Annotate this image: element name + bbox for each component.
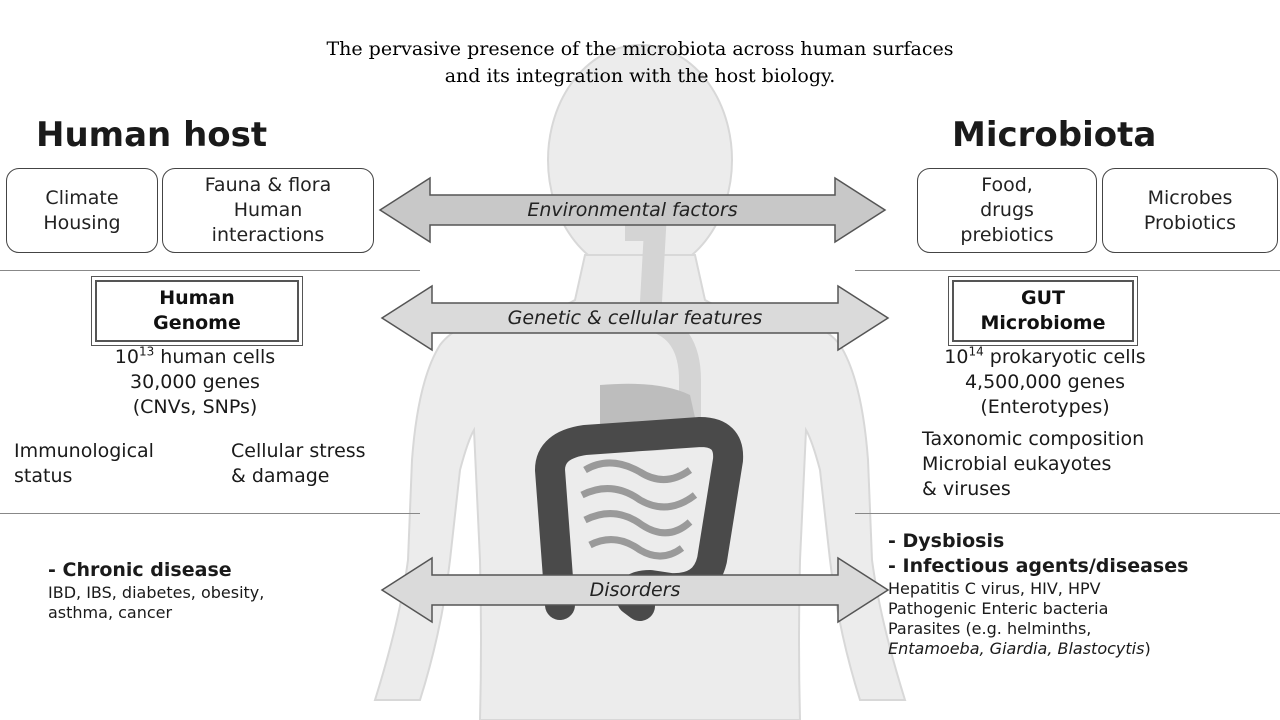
small-intestine	[580, 459, 698, 560]
infectious-title: - Infectious agents/diseases	[888, 555, 1189, 577]
enterotypes: (Enterotypes)	[980, 396, 1110, 418]
taxo-line: Microbial eukayotes	[922, 453, 1112, 475]
chronic-disease-title: - Chronic disease	[48, 559, 232, 581]
cells-text: human cells	[154, 346, 276, 368]
taxo-line: Taxonomic composition	[922, 428, 1145, 450]
genetic-cellular-label: Genetic & cellular features	[507, 307, 763, 329]
food-drugs-box: Food, drugs prebiotics	[917, 168, 1097, 253]
box-line: prebiotics	[960, 224, 1054, 246]
microbial-genes: 4,500,000 genes	[964, 371, 1126, 393]
box-line: drugs	[980, 199, 1034, 221]
caption-line-2: and its integration with the host biolog…	[444, 65, 836, 87]
genome-line-1: Human	[159, 287, 235, 309]
immuno-line: status	[14, 465, 73, 487]
divider-right-top	[855, 270, 1280, 271]
box-line: interactions	[211, 224, 325, 246]
box-line: Human	[233, 199, 303, 221]
divider-left-bottom	[0, 513, 420, 514]
disease-line: IBD, IBS, diabetes, obesity,	[48, 583, 265, 602]
immuno-line: Immunological	[14, 440, 154, 462]
stress-line: Cellular stress	[231, 440, 366, 462]
dysbiosis-block: - Dysbiosis - Infectious agents/diseases…	[888, 529, 1278, 659]
human-variants: (CNVs, SNPs)	[132, 396, 258, 418]
taxonomic-composition: Taxonomic composition Microbial eukayote…	[922, 427, 1144, 502]
chronic-disease-block: - Chronic disease IBD, IBS, diabetes, ob…	[48, 558, 264, 623]
human-genes: 30,000 genes	[130, 371, 260, 393]
microbes-probiotics-box: Microbes Probiotics	[1102, 168, 1278, 253]
disorders-label: Disorders	[589, 579, 681, 601]
prokaryotic-cells-line: 1014 prokaryotic cells	[900, 345, 1190, 370]
microbiota-heading: Microbiota	[952, 115, 1157, 155]
human-cells-stats: 1013 human cells 30,000 genes (CNVs, SNP…	[60, 345, 330, 420]
caption-line-1: The pervasive presence of the microbiota…	[326, 38, 954, 60]
microbiome-line-1: GUT	[1021, 287, 1065, 309]
parasite-close: )	[1144, 639, 1151, 658]
cells-text: prokaryotic cells	[983, 346, 1146, 368]
climate-housing-box: Climate Housing	[6, 168, 158, 253]
taxo-line: & viruses	[922, 478, 1011, 500]
human-cells-line: 1013 human cells	[60, 345, 330, 370]
fauna-flora-box: Fauna & flora Human interactions	[162, 168, 374, 253]
human-genome-box: Human Genome	[91, 276, 303, 346]
human-host-heading: Human host	[36, 115, 268, 155]
gut-microbiome-box: GUT Microbiome	[948, 276, 1138, 346]
cells-exponent: 14	[968, 344, 984, 359]
disorders-arrow	[380, 556, 890, 624]
immunological-status: Immunological status	[14, 439, 154, 489]
cells-base: 10	[944, 346, 969, 368]
divider-right-bottom	[855, 513, 1280, 514]
dysbiosis-title: - Dysbiosis	[888, 530, 1005, 552]
environmental-arrow	[378, 176, 887, 244]
box-line: Housing	[43, 211, 121, 234]
divider-left-top	[0, 270, 420, 271]
box-line: Probiotics	[1143, 211, 1237, 234]
cellular-stress: Cellular stress & damage	[231, 439, 366, 489]
box-line: Microbes	[1147, 186, 1233, 209]
environmental-factors-label: Environmental factors	[527, 199, 738, 221]
box-line: Fauna & flora	[204, 174, 332, 196]
microbiome-line-2: Microbiome	[980, 312, 1106, 334]
genetic-arrow	[380, 284, 890, 352]
cells-base: 10	[114, 346, 139, 368]
cells-exponent: 13	[138, 344, 155, 359]
box-line: Food,	[981, 174, 1033, 196]
disease-line: asthma, cancer	[48, 603, 173, 622]
figure-caption: The pervasive presence of the microbiota…	[0, 36, 1280, 90]
prokaryotic-stats: 1014 prokaryotic cells 4,500,000 genes (…	[900, 345, 1190, 420]
stress-line: & damage	[231, 465, 330, 487]
infect-line: Hepatitis C virus, HIV, HPV	[888, 579, 1101, 598]
parasite-names: Entamoeba, Giardia, Blastocytis	[888, 639, 1145, 658]
box-line: Climate	[45, 186, 119, 209]
genome-line-2: Genome	[153, 312, 241, 334]
infect-line: Parasites (e.g. helminths,	[888, 619, 1092, 638]
infect-line: Pathogenic Enteric bacteria	[888, 599, 1109, 618]
parasite-line: Entamoeba, Giardia, Blastocytis)	[888, 639, 1278, 659]
